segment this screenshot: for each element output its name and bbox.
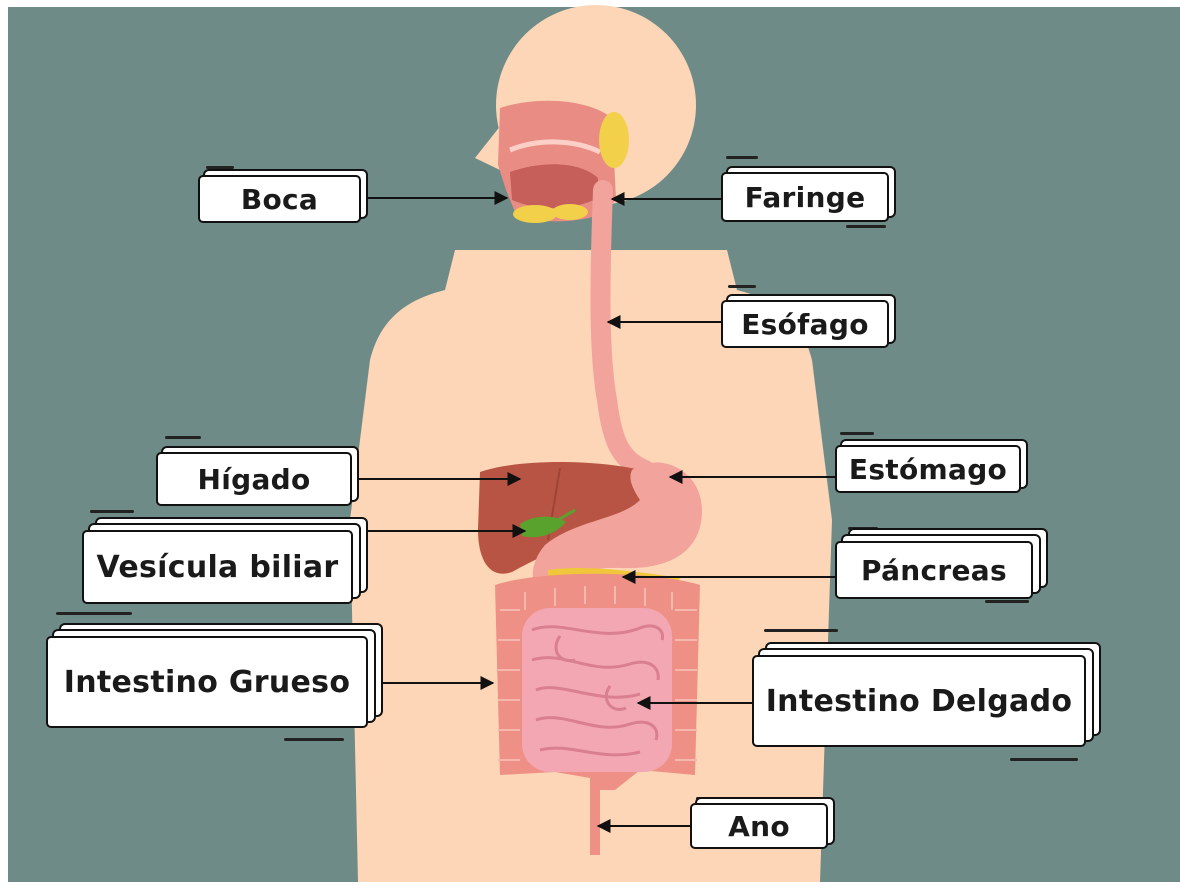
decorative-dash	[90, 510, 134, 513]
label-estomago: Estómago	[835, 445, 1021, 493]
label-vesicula-biliar: Vesícula biliar	[82, 530, 353, 604]
label-intestino-grueso: Intestino Grueso	[46, 636, 368, 728]
decorative-dash	[764, 629, 838, 632]
decorative-dash	[206, 166, 234, 169]
decorative-dash	[1010, 758, 1078, 761]
decorative-dash	[696, 797, 728, 800]
decorative-dash	[840, 432, 874, 435]
decorative-dash	[56, 612, 132, 615]
decorative-dash	[284, 738, 344, 741]
label-boca: Boca	[198, 175, 361, 223]
decorative-dash	[726, 156, 758, 159]
label-faringe: Faringe	[721, 172, 889, 222]
label-intestino-delgado: Intestino Delgado	[752, 655, 1086, 747]
decorative-dash	[165, 436, 201, 439]
decorative-dash	[846, 225, 886, 228]
small-intestine-shape	[522, 608, 672, 772]
decorative-dash	[848, 527, 878, 530]
decorative-dash	[728, 285, 756, 288]
label-esofago: Esófago	[721, 300, 889, 348]
label-pancreas: Páncreas	[835, 541, 1033, 599]
decorative-dash	[985, 600, 1029, 603]
label-ano: Ano	[690, 803, 828, 849]
label-higado: Hígado	[156, 452, 352, 506]
